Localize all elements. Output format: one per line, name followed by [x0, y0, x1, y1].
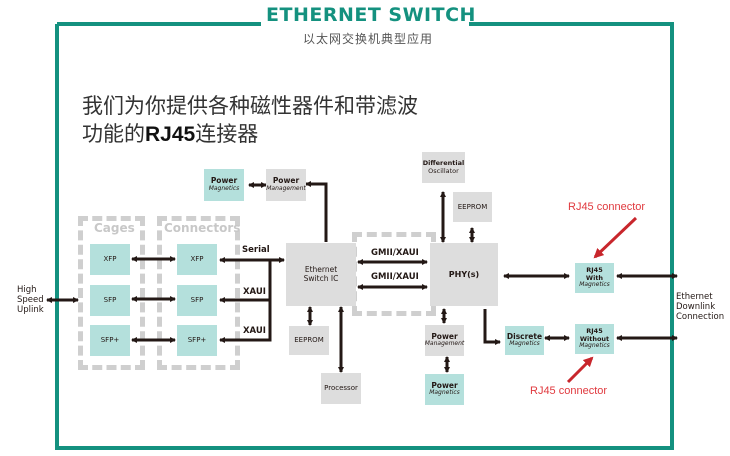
ethernet-switch-ic: Ethernet Switch IC: [286, 243, 356, 306]
wire-bus: [219, 260, 272, 343]
eeprom-switch: EEPROM: [289, 326, 329, 355]
headline-rj45: RJ45: [145, 123, 196, 146]
link-gmii-2: GMII/XAUI: [371, 272, 419, 282]
link-xaui-1: XAUI: [243, 287, 266, 297]
cage-xfp: XFP: [90, 244, 130, 275]
block-line-2: Without: [579, 334, 610, 343]
uplink-line-2: Speed: [17, 295, 44, 306]
wire-phy-discrete: [483, 309, 501, 345]
block-line-1: RJ45: [586, 266, 603, 275]
headline-suffix: 连接器: [195, 122, 259, 146]
downlink-line-3: Connection: [676, 312, 725, 323]
block-title: Power: [210, 176, 238, 186]
block-line-1: Ethernet: [304, 264, 338, 274]
diagram-subtitle: 以太网交换机典型应用: [303, 32, 434, 46]
connector-sfp: SFP: [177, 285, 217, 316]
diagram-title: ETHERNET SWITCH: [266, 4, 476, 26]
block-sub: Magnetics: [579, 342, 610, 350]
headline-prefix: 功能的: [82, 122, 145, 146]
power-magnetics-bottom: Power Magnetics: [425, 374, 464, 405]
block-sub: Management: [266, 184, 306, 192]
link-serial: Serial: [242, 245, 270, 255]
annotation-rj45-top: RJ45 connector: [568, 201, 646, 213]
block-line-2: With: [585, 273, 604, 282]
uplink-line-3: Uplink: [17, 305, 44, 316]
power-management-bottom: Power Management: [425, 325, 464, 356]
wire-switch-power: [305, 181, 328, 242]
headline-line-1: 我们为你提供各种磁性器件和带滤波: [82, 94, 418, 118]
processor: Processor: [321, 373, 361, 404]
block-sub: Management: [424, 340, 465, 348]
frame-border: [55, 22, 674, 450]
power-management-top: Power Management: [266, 169, 306, 201]
connectors-group: [157, 216, 240, 370]
uplink-line-1: High: [17, 285, 37, 295]
downlink-line-1: Ethernet: [676, 292, 713, 302]
headline-line-2: 功能的RJ45连接器: [82, 118, 258, 148]
cage-sfp: SFP: [90, 285, 130, 316]
link-gmii-1: GMII/XAUI: [371, 248, 419, 258]
block-title: Power: [431, 331, 458, 341]
block-sub: Magnetics: [509, 340, 540, 348]
link-xaui-2: XAUI: [243, 326, 266, 336]
connectors-label: Connectors: [164, 221, 241, 235]
downlink-label: Ethernet Downlink Connection: [676, 292, 724, 323]
block-line-1: Differential: [422, 159, 465, 168]
block-sub: Magnetics: [579, 281, 610, 289]
block-line-1: RJ45: [586, 327, 603, 336]
rj45-without-magnetics: RJ45 Without Magnetics: [575, 324, 614, 354]
downlink-line-2: Downlink: [676, 302, 716, 313]
uplink-label: High Speed Uplink: [17, 285, 44, 316]
discrete-magnetics: Discrete Magnetics: [505, 326, 544, 355]
connector-xfp: XFP: [177, 244, 217, 275]
differential-oscillator: Differential Oscillator: [422, 152, 465, 183]
block-line-2: Switch IC: [303, 273, 339, 283]
rj45-with-magnetics: RJ45 With Magnetics: [575, 263, 614, 293]
phy: PHY(s): [430, 243, 498, 306]
cages-group: [78, 216, 145, 370]
annotation-arrow-bottom: [566, 356, 594, 384]
block-title: Power: [431, 380, 458, 390]
cage-sfpplus: SFP+: [90, 325, 130, 356]
block-title: Power: [272, 176, 300, 186]
eeprom-phy: EEPROM: [453, 192, 492, 222]
power-magnetics-top: Power Magnetics: [204, 169, 244, 201]
block-title: Discrete: [506, 331, 543, 341]
connector-sfpplus: SFP+: [177, 325, 217, 356]
annotation-arrow-top: [593, 216, 638, 259]
block-line-2: Oscillator: [428, 166, 459, 175]
block-sub: Magnetics: [208, 184, 240, 192]
annotation-rj45-bottom: RJ45 connector: [530, 385, 608, 397]
cages-label: Cages: [94, 221, 135, 235]
block-sub: Magnetics: [429, 389, 460, 397]
